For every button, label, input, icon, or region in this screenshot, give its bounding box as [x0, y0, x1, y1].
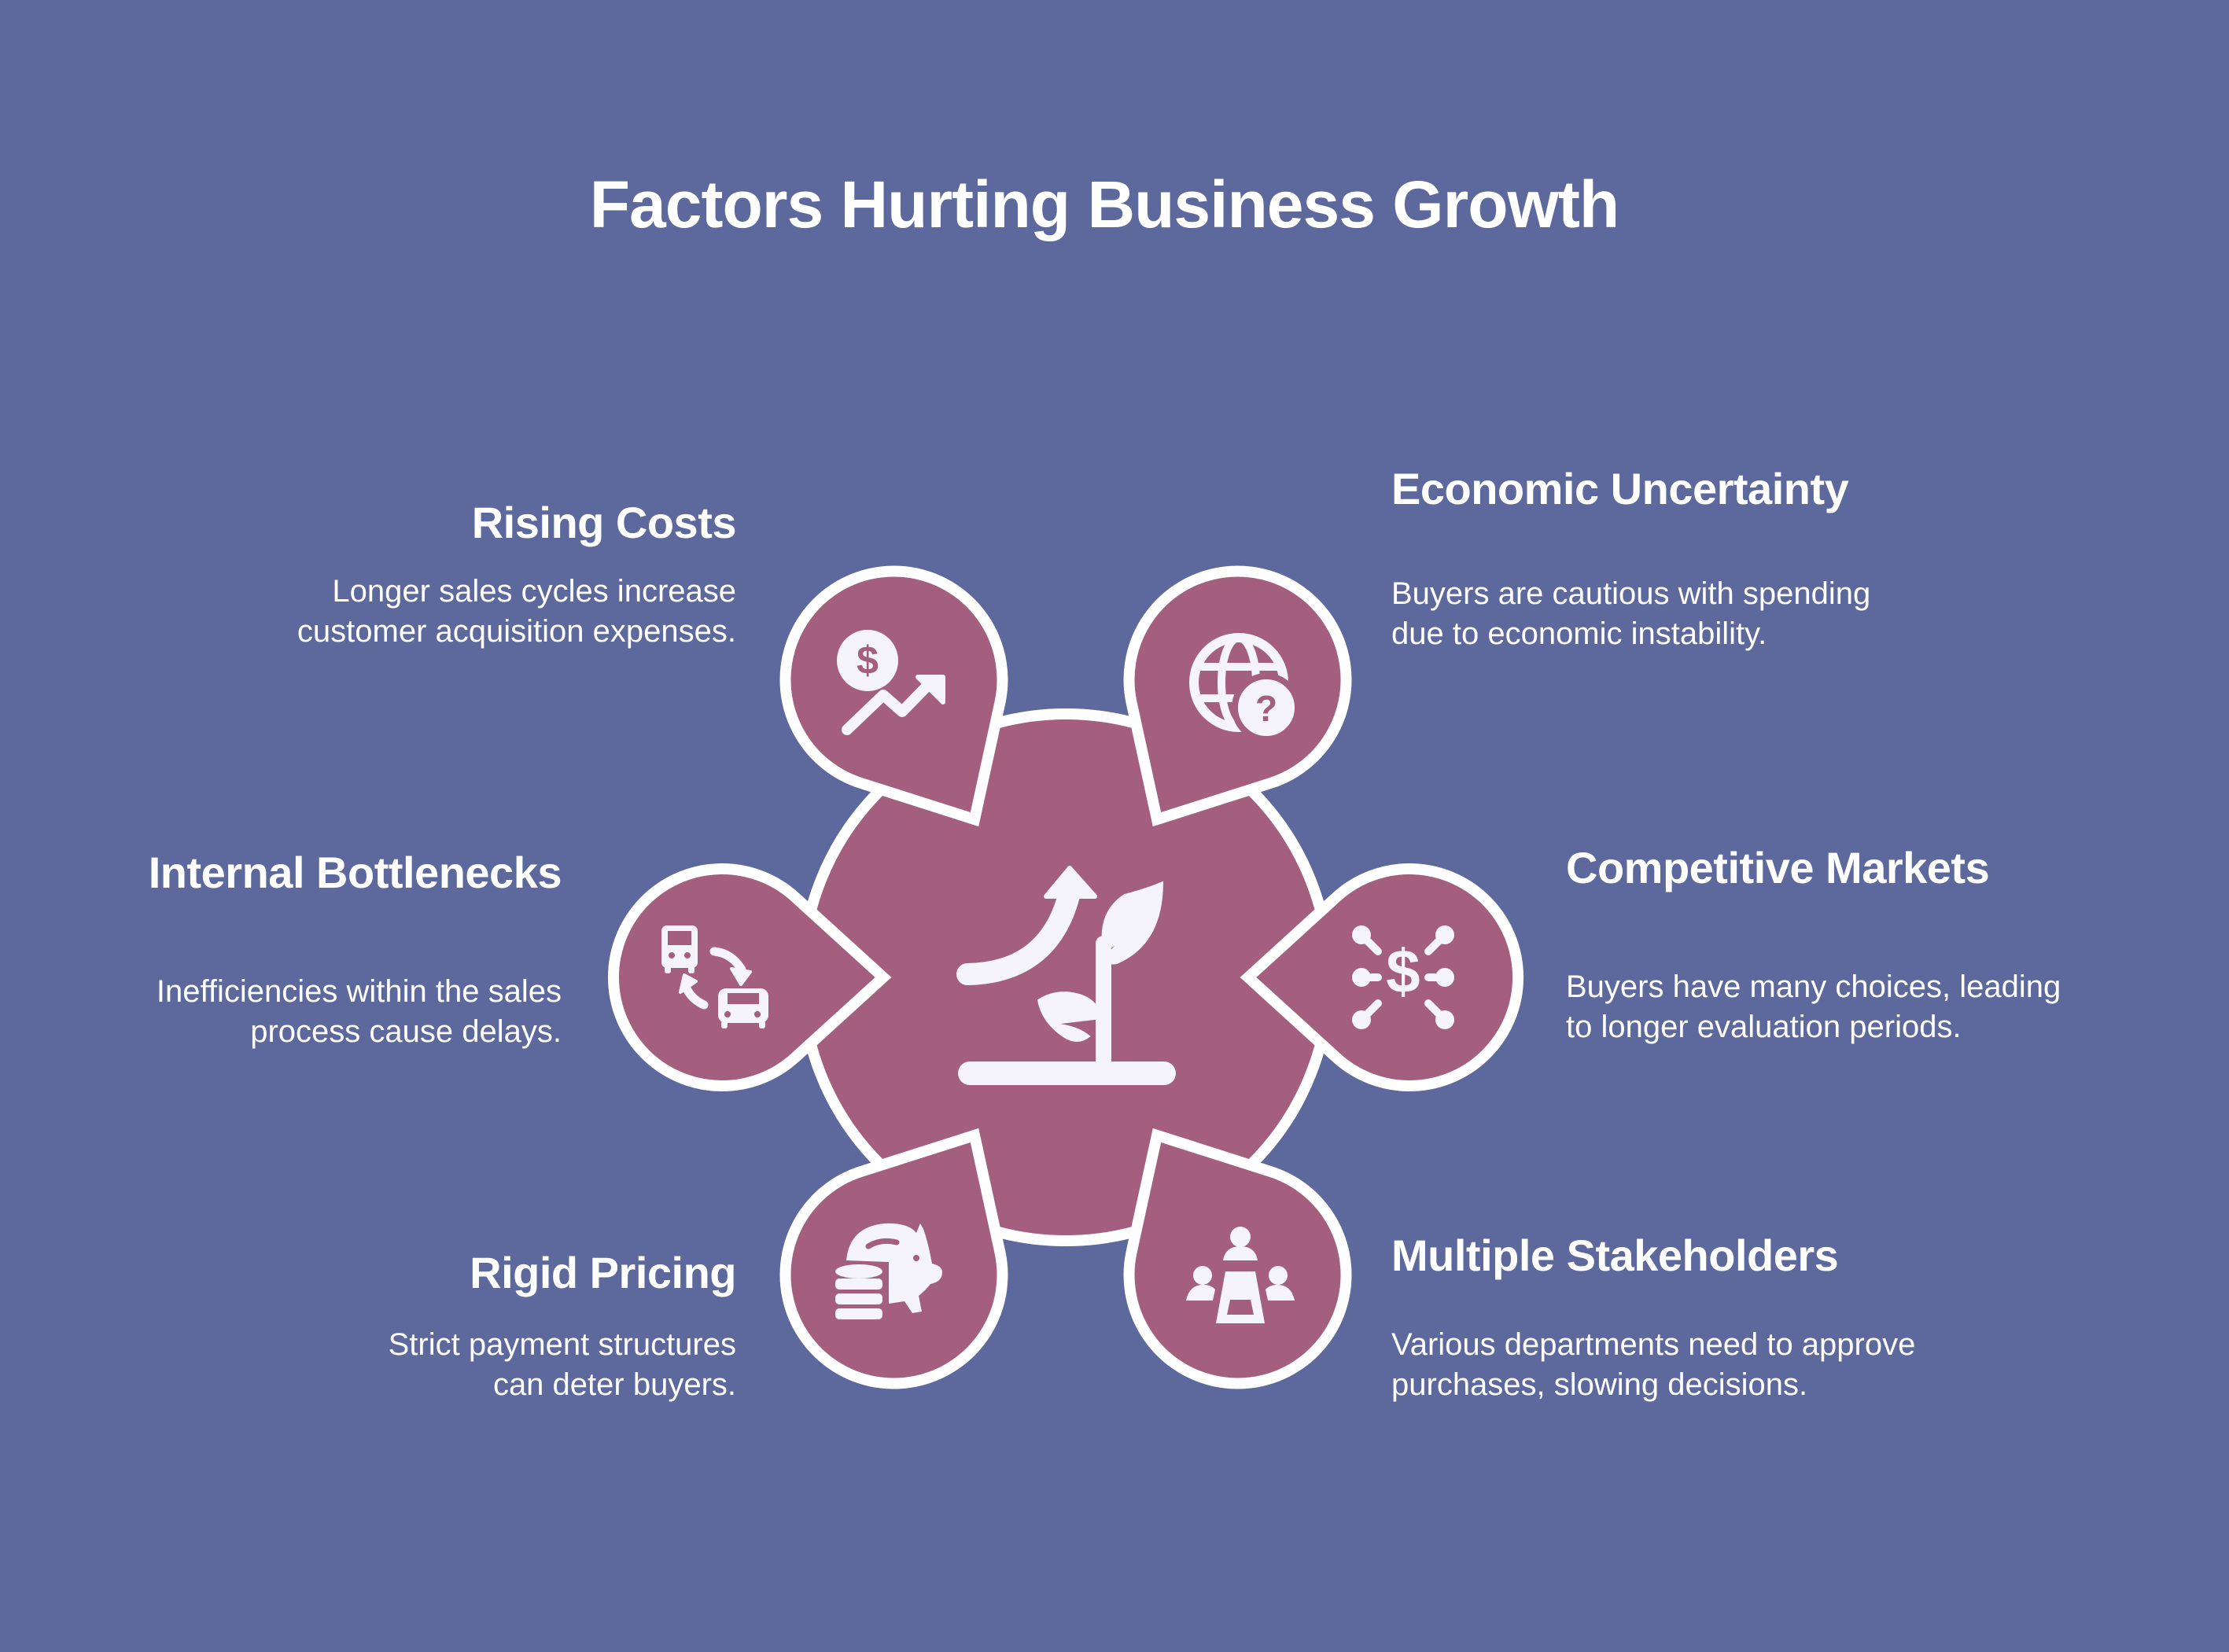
description-line: customer acquisition expenses. [297, 614, 736, 649]
dollar-rising-trend-icon: $ [837, 630, 945, 735]
factor-heading: Rigid Pricing [470, 1248, 736, 1297]
factor-rigid-pricing: Rigid Pricing Strict payment structures … [170, 1248, 737, 1405]
factor-heading: Rising Costs [471, 498, 737, 547]
factor-heading: Competitive Markets [1566, 843, 1990, 892]
factor-description: Buyers are cautious with spending due to… [1391, 574, 1958, 654]
bubble-internal-bottlenecks [607, 863, 892, 1091]
bubble-competitive-markets [1240, 863, 1524, 1091]
description-line: Buyers are cautious with spending [1391, 576, 1871, 611]
description-line: due to economic instability. [1391, 616, 1767, 651]
factor-rising-costs: Rising Costs Longer sales cycles increas… [170, 498, 737, 652]
dollar-network-icon: $ [1352, 925, 1454, 1029]
description-line: Various departments need to approve [1391, 1327, 1916, 1362]
description-line: purchases, slowing decisions. [1391, 1367, 1808, 1402]
factor-economic-uncertainty: Economic Uncertainty Buyers are cautious… [1391, 464, 1958, 654]
factor-internal-bottlenecks: Internal Bottlenecks Inefficiencies with… [0, 848, 562, 1052]
factor-description: Strict payment structures can deter buye… [170, 1325, 736, 1405]
page-title: Factors Hurting Business Growth [589, 167, 1620, 241]
factor-description: Inefficiencies within the sales process … [0, 972, 562, 1052]
factor-multiple-stakeholders: Multiple Stakeholders Various department… [1391, 1231, 1958, 1405]
factor-heading: Internal Bottlenecks [148, 848, 562, 897]
factor-description: Longer sales cycles increase customer ac… [170, 572, 736, 652]
growth-sprout-icon [956, 866, 1176, 1085]
description-line: can deter buyers. [492, 1367, 736, 1402]
svg-text:$: $ [857, 638, 879, 683]
globe-question-icon: ? [1189, 633, 1301, 742]
factor-description: Various departments need to approve purc… [1391, 1325, 1958, 1405]
meeting-table-people-icon [1186, 1227, 1295, 1323]
svg-text:$: $ [1386, 936, 1420, 1006]
svg-text:?: ? [1255, 688, 1277, 729]
factor-heading: Multiple Stakeholders [1391, 1231, 1839, 1280]
description-line: Buyers have many choices, leading [1566, 969, 2061, 1004]
piggy-bank-coins-icon [835, 1223, 942, 1319]
description-line: Strict payment structures [388, 1327, 736, 1362]
factor-competitive-markets: Competitive Markets Buyers have many cho… [1566, 843, 2132, 1047]
factor-description: Buyers have many choices, leading to lon… [1566, 967, 2132, 1047]
description-line: process cause delays. [250, 1014, 562, 1049]
factor-heading: Economic Uncertainty [1391, 464, 1849, 513]
description-line: Longer sales cycles increase [332, 574, 736, 609]
description-line: to longer evaluation periods. [1566, 1010, 1962, 1044]
description-line: Inefficiencies within the sales [156, 974, 562, 1009]
bubble-rising-costs [779, 565, 1008, 827]
bus-car-exchange-icon [661, 925, 768, 1028]
